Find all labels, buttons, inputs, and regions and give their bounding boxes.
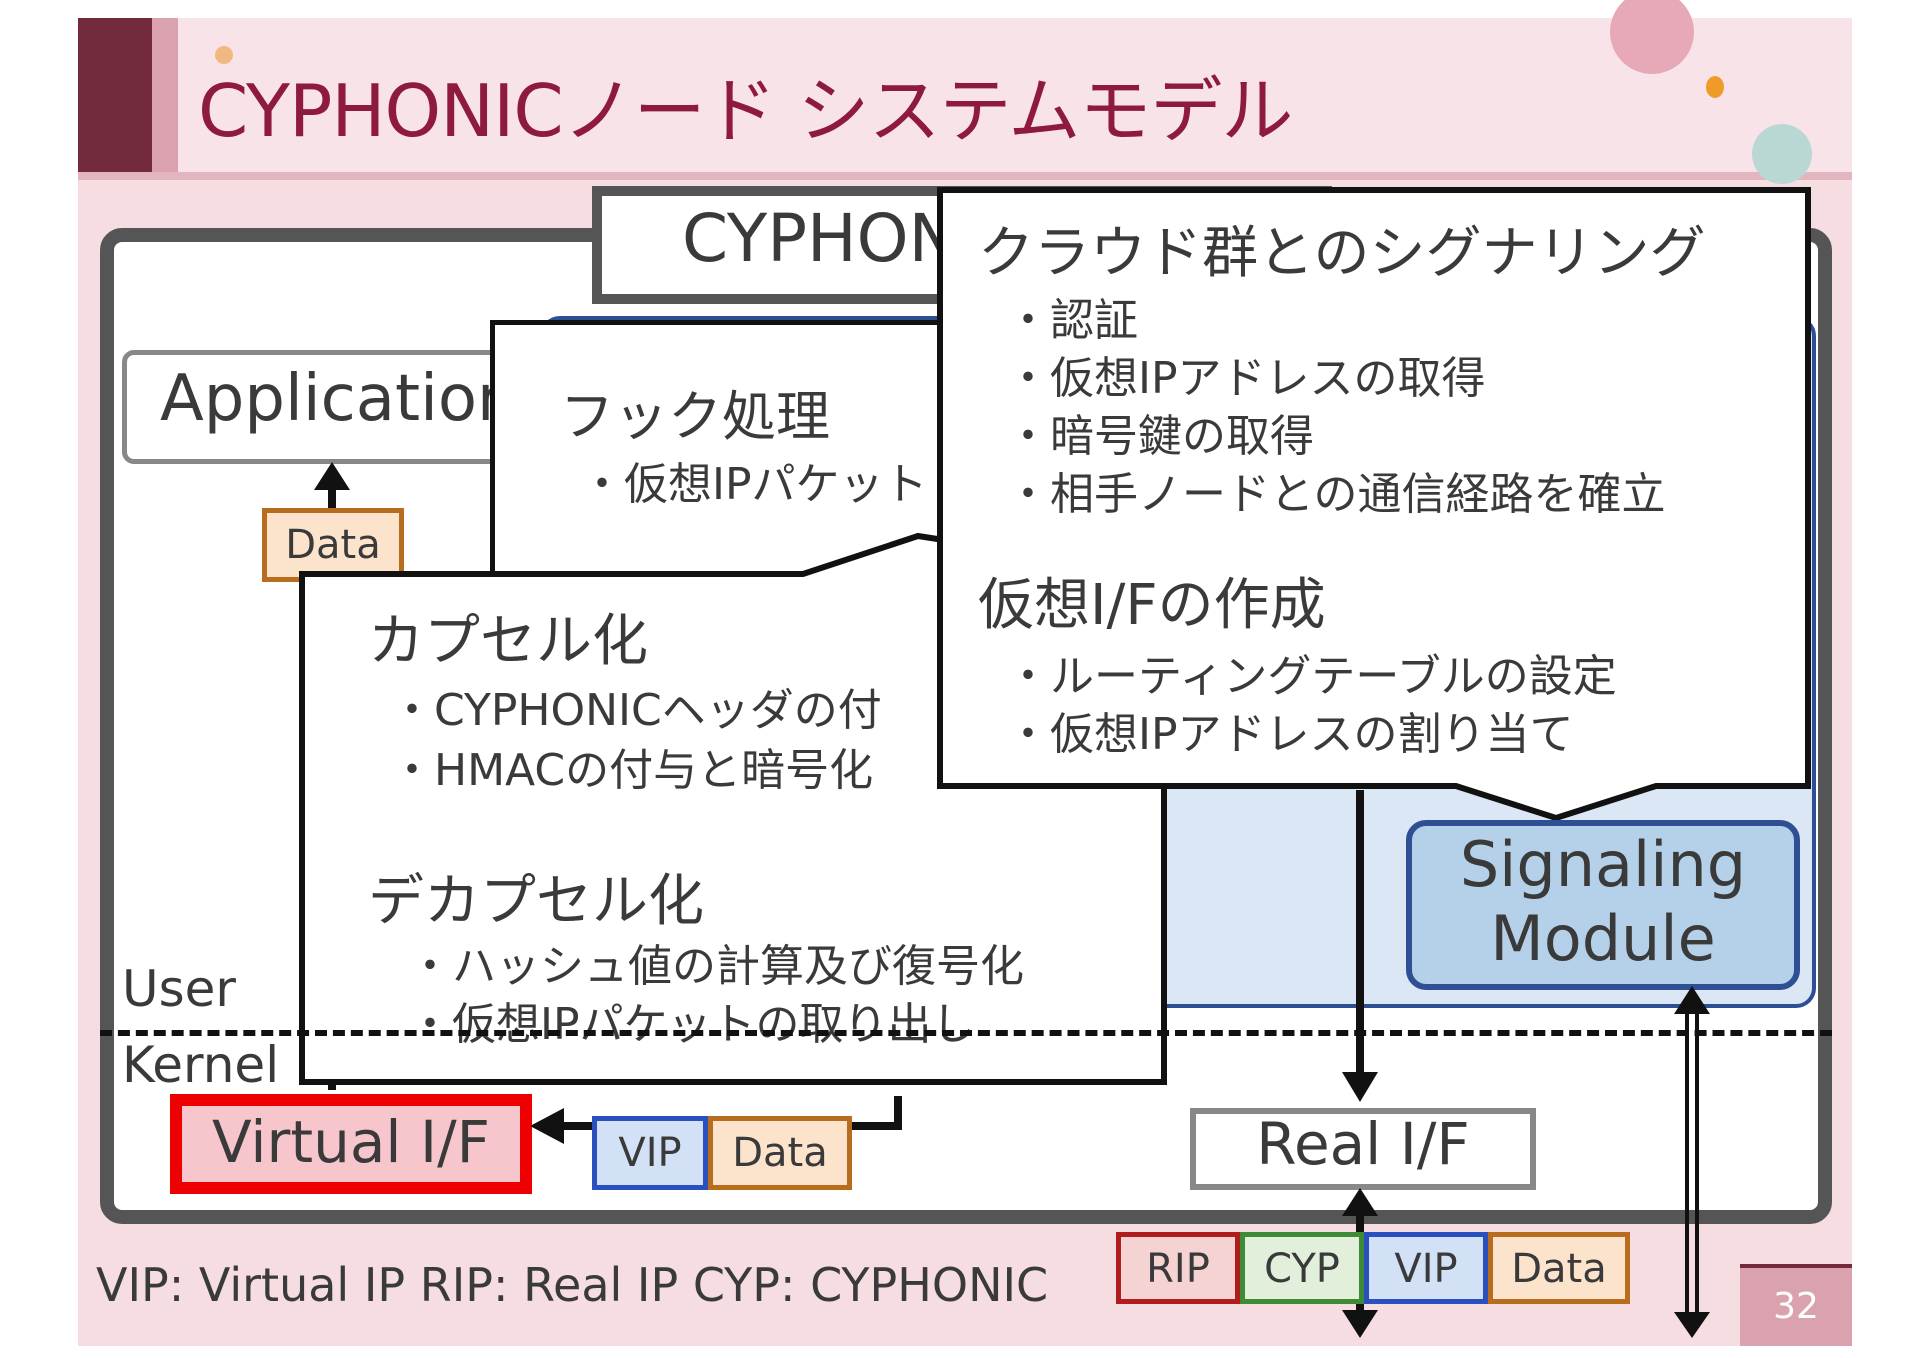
capsule-item-1: ・HMACの付与と暗号化 [390, 745, 874, 796]
vif-data-tag: Data [708, 1116, 852, 1190]
signaling-item-2: ・暗号鍵の取得 [1006, 411, 1314, 462]
vif-item-1: ・仮想IPアドレスの割り当て [1006, 709, 1574, 760]
hook-heading: フック処理 [560, 385, 830, 448]
vif-vip-tag: VIP [592, 1116, 708, 1190]
decor-circle-pink [1610, 0, 1694, 74]
signaling-item-1: ・仮想IPアドレスの取得 [1006, 353, 1486, 404]
signaling-module-line1: Signaling [1459, 828, 1747, 901]
packet-vip-tag: VIP [1364, 1232, 1488, 1304]
vif-item-0: ・ルーティングテーブルの設定 [1006, 651, 1617, 702]
signaling-item-0: ・認証 [1006, 295, 1138, 346]
vif-input-arrow [530, 1096, 902, 1144]
app-arrow-head [314, 462, 350, 490]
real-if-box [1190, 1108, 1536, 1190]
capsule-heading: カプセル化 [368, 609, 648, 674]
signaling-down-shaft [1356, 790, 1364, 1080]
title-bar [78, 18, 1852, 178]
signaling-callout [937, 187, 1811, 822]
real-if-io-head-up [1342, 1188, 1378, 1216]
application-label: Application [160, 362, 518, 436]
signaling-io-double-arrow [1674, 986, 1710, 1338]
decap-item-0: ・ハッシュ値の計算及び復号化 [408, 941, 1024, 992]
signaling-module [1406, 820, 1800, 990]
decap-item-1: ・仮想IPパケットの取り出し [408, 999, 976, 1050]
signaling-item-3: ・相手ノードとの通信経路を確立 [1006, 469, 1666, 520]
user-kernel-divider [100, 1030, 1832, 1036]
hook-callout [490, 320, 980, 580]
page-number: 32 [1740, 1268, 1852, 1346]
packet-cyp-tag: CYP [1240, 1232, 1364, 1304]
packet-data-tag: Data [1488, 1232, 1630, 1304]
page-title: CYPHONICノード システムモデル [198, 69, 1293, 153]
app-data-tag: Data [262, 508, 404, 582]
signaling-down-head [1342, 1072, 1378, 1102]
legend: VIP: Virtual IP RIP: Real IP CYP: CYPHON… [96, 1258, 1049, 1312]
capsule-item-0: ・CYPHONICヘッダの付 [390, 685, 882, 736]
virtual-if-box [170, 1094, 532, 1194]
signaling-module-line2: Module [1490, 902, 1716, 975]
decor-circle-orange [215, 46, 233, 64]
signaling-heading: クラウド群とのシグナリング [978, 221, 1706, 286]
title-underline [78, 172, 1852, 180]
virtual-if-label: Virtual I/F [212, 1108, 490, 1176]
user-label: User [122, 960, 236, 1018]
real-if-label: Real I/F [1256, 1110, 1470, 1178]
vif-heading: 仮想I/Fの作成 [978, 573, 1326, 638]
app-arrow-shaft [328, 480, 336, 530]
decap-heading: デカプセル化 [368, 869, 704, 934]
hook-item-0: ・仮想IPパケット [580, 459, 928, 510]
decor-circle-orange-small [1706, 76, 1724, 98]
real-if-io-head-down [1342, 1310, 1378, 1338]
title-accent-light [152, 18, 178, 178]
packet-rip-tag: RIP [1116, 1232, 1240, 1304]
title-accent-dark [78, 18, 152, 178]
kernel-label: Kernel [122, 1036, 280, 1094]
decor-circle-teal [1752, 124, 1812, 184]
